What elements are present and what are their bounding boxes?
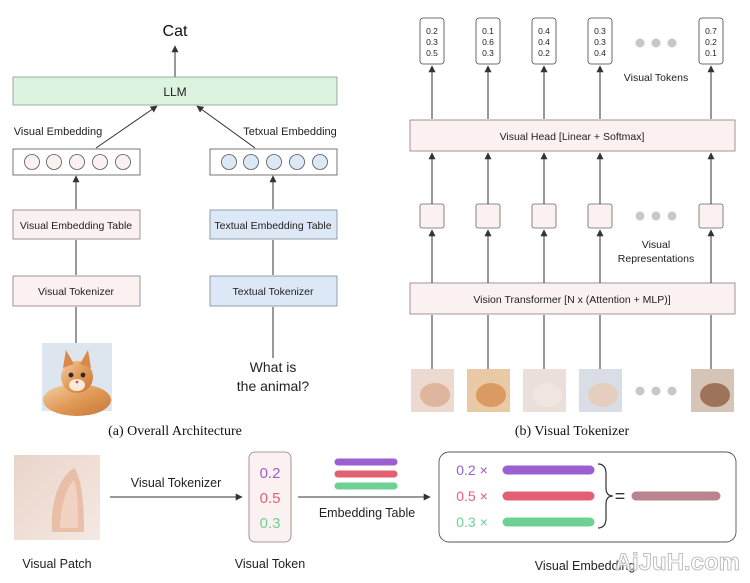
token-value: 0.2: [538, 48, 550, 58]
visual-patch-label: Visual Patch: [22, 557, 91, 571]
image-patches: [411, 369, 734, 412]
ellipsis-dot: [651, 386, 661, 396]
question-line-2: the animal?: [237, 378, 310, 394]
token-value-3: 0.3: [260, 515, 281, 532]
panel-b-visual-tokenizer: 0.20.30.50.10.60.30.40.40.20.30.30.40.70…: [409, 17, 736, 439]
ellipsis-dot: [635, 386, 645, 396]
visual-embedding-table-label: Visual Embedding Table: [20, 220, 132, 232]
question-line-1: What is: [250, 359, 297, 375]
caption-b: (b) Visual Tokenizer: [515, 424, 630, 439]
visual-tokenizer-box: [12, 275, 141, 307]
token-value-1: 0.2: [260, 465, 281, 482]
arrow-textual-embed-to-llm: [196, 105, 256, 149]
watermark: AiJuH.com: [615, 549, 740, 576]
representation-box: [531, 203, 557, 229]
vision-transformer-label: Vision Transformer [N x (Attention + MLP…: [473, 294, 670, 306]
token-value: 0.4: [594, 48, 606, 58]
textual-embedding-table-box: [209, 209, 338, 240]
image-patch-detail: [588, 383, 618, 407]
token-value: 0.2: [705, 37, 717, 47]
visual-token-box: [475, 17, 501, 65]
visual-head-label: Visual Head [Linear + Softmax]: [500, 131, 645, 143]
ellipsis-dot: [651, 211, 661, 221]
textual-tokenizer-box: [209, 275, 338, 307]
ellipsis-dot: [667, 386, 677, 396]
llm-label: LLM: [163, 85, 186, 99]
output-label: Cat: [163, 23, 188, 40]
representation-box: [419, 203, 445, 229]
token-value: 0.3: [594, 26, 606, 36]
visual-tokens: 0.20.30.50.10.60.30.40.40.20.30.30.40.70…: [419, 17, 724, 65]
visual-token-box: [587, 17, 613, 65]
ellipsis-dot: [635, 38, 645, 48]
token-value-2: 0.5: [260, 490, 281, 507]
weight-1: 0.2 ×: [456, 462, 488, 478]
textual-tokenizer-label: Textual Tokenizer: [233, 286, 314, 298]
arrow-visual-embed-to-llm: [95, 105, 158, 149]
representation-box: [587, 203, 613, 229]
visual-embedding-table-box: [12, 209, 141, 240]
panel-a-overall-architecture: Cat LLM Visual Embedding Tetxual Embeddi…: [12, 23, 338, 439]
token-value: 0.3: [482, 48, 494, 58]
textual-embedding-label: Tetxual Embedding: [243, 126, 337, 138]
visual-patch-image: [14, 455, 100, 540]
token-value: 0.3: [594, 37, 606, 47]
llm-box: [12, 76, 338, 106]
ellipsis-dot: [651, 38, 661, 48]
representation-box: [698, 203, 724, 229]
token-value: 0.3: [426, 37, 438, 47]
caption-a: (a) Overall Architecture: [108, 424, 242, 439]
embedding-table-label: Embedding Table: [319, 506, 415, 520]
visual-tokens-label: Visual Tokens: [624, 72, 688, 84]
visual-token-box: [419, 17, 445, 65]
textual-embedding-vector: [209, 148, 338, 176]
cat-image: [42, 343, 112, 416]
token-value: 0.6: [482, 37, 494, 47]
weight-2: 0.5 ×: [456, 488, 488, 504]
visual-token-box: [248, 451, 292, 543]
tokenizer-arrow-label: Visual Tokenizer: [131, 476, 222, 490]
ellipsis-dot: [635, 211, 645, 221]
visual-token-label: Visual Token: [235, 557, 305, 571]
panel-c-embedding-process: Visual Patch Visual Tokenizer 0.2 0.5 0.…: [14, 451, 737, 573]
visual-embedding-label: Visual Embedding: [14, 126, 102, 138]
visual-embedding-label-c: Visual Embedding: [535, 559, 636, 573]
visual-repr-label-1: Visual: [642, 239, 670, 251]
visual-embedding-vector: [12, 148, 141, 176]
representation-box: [475, 203, 501, 229]
ellipsis-dot: [667, 211, 677, 221]
weight-3: 0.3 ×: [456, 514, 488, 530]
ellipsis-dot: [667, 38, 677, 48]
visual-repr-label-2: Representations: [618, 253, 694, 265]
vision-transformer-box: [409, 282, 736, 315]
token-value: 0.7: [705, 26, 717, 36]
image-patch-detail: [476, 383, 506, 407]
image-patch-detail: [420, 383, 450, 407]
textual-embedding-table-label: Textual Embedding Table: [214, 220, 331, 232]
sum-brace: [597, 463, 614, 529]
visual-tokenizer-label: Visual Tokenizer: [38, 286, 115, 298]
token-value: 0.1: [482, 26, 494, 36]
token-value: 0.4: [538, 37, 550, 47]
token-value: 0.5: [426, 48, 438, 58]
visual-token-box: [698, 17, 724, 65]
equals-sign: =: [615, 486, 626, 506]
token-value: 0.4: [538, 26, 550, 36]
visual-token-box: [531, 17, 557, 65]
token-value: 0.1: [705, 48, 717, 58]
image-patch-detail: [532, 383, 562, 407]
visual-representations: [419, 203, 724, 229]
token-value: 0.2: [426, 26, 438, 36]
visual-head-box: [409, 119, 736, 152]
image-patch-detail: [700, 383, 730, 407]
